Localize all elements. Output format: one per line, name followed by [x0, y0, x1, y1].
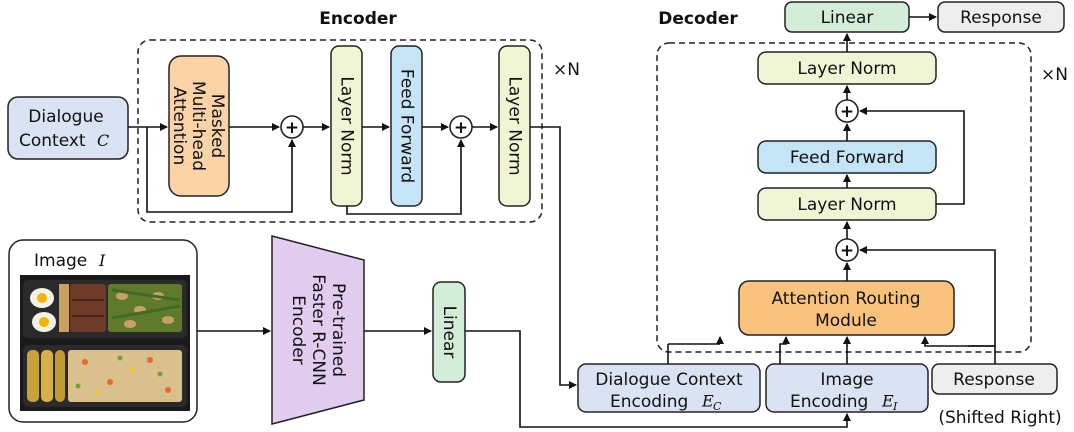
image-linear-box: Linear	[432, 281, 466, 383]
image-encoding-line2: Encoding	[790, 392, 868, 412]
dialogue-context-box: Dialogue Context C	[7, 96, 129, 160]
faster-rcnn-line2: Faster R-CNN	[308, 274, 328, 386]
image-linear-label: Linear	[439, 306, 459, 359]
decoder-add-circle-bottom: +	[835, 238, 859, 262]
food-photo	[20, 275, 190, 411]
svg-text:+: +	[454, 118, 468, 138]
encoder-residual-1	[146, 127, 296, 213]
arrow-linear-to-image-encoding	[465, 330, 851, 428]
faster-rcnn-encoder: Pre-trained Faster R-CNN Encoder	[271, 235, 365, 425]
image-panel: Image I	[8, 239, 198, 423]
encoder-title: Encoder	[319, 9, 397, 29]
arrow-image-enc-to-routing-2	[779, 336, 790, 364]
decoder-layer-norm-mid-label: Layer Norm	[797, 195, 896, 215]
encoder-add-circle-1: +	[280, 115, 304, 139]
decoder-linear-label: Linear	[821, 8, 874, 28]
decoder-feed-forward-label: Feed Forward	[790, 148, 904, 168]
faster-rcnn-line3: Encoder	[288, 295, 308, 365]
decoder-layer-norm-mid: Layer Norm	[757, 187, 937, 221]
encoder-feed-forward-label: Feed Forward	[397, 69, 417, 183]
encoder-layer-norm-1: Layer Norm	[330, 45, 363, 207]
decoder-add-circle-top: +	[835, 99, 859, 123]
shifted-right-label: (Shifted Right)	[938, 408, 1061, 428]
encoder-block-border	[137, 39, 543, 223]
svg-text:+: +	[840, 241, 854, 261]
encoder-residual-2	[346, 139, 465, 215]
decoder-layer-norm-top-label: Layer Norm	[797, 59, 896, 79]
encoder-layer-norm-2-label: Layer Norm	[505, 76, 525, 175]
masked-attention-line3: Attention	[169, 87, 189, 165]
decoder-layer-norm-top: Layer Norm	[757, 51, 937, 85]
image-label: Image	[34, 251, 87, 271]
output-response-label: Response	[960, 8, 1042, 28]
encoder-layer-norm-1-label: Layer Norm	[337, 76, 357, 175]
decoder-block-border	[656, 42, 1032, 353]
arrow-response-to-routing	[921, 336, 995, 347]
image-encoding: Image Encoding E I	[765, 363, 929, 413]
decoder-residual-bottom	[859, 246, 996, 364]
decoder-feed-forward: Feed Forward	[757, 140, 937, 174]
dialogue-encoding-line1: Dialogue Context	[595, 370, 743, 390]
dialogue-context-symbol: C	[97, 131, 109, 150]
masked-attention-line2: Multi-head	[188, 81, 208, 171]
encoder-layer-norm-2: Layer Norm	[498, 45, 531, 207]
dialogue-encoding-symbol: E	[701, 392, 714, 411]
masked-attention-box: Masked Multi-head Attention	[168, 55, 230, 197]
arrow-encoder-to-dialogue-encoding	[530, 126, 577, 389]
input-response-label: Response	[953, 370, 1035, 390]
image-encoding-subscript: I	[892, 400, 898, 413]
decoder-repeat-label: ×N	[1041, 65, 1068, 85]
faster-rcnn-line1: Pre-trained	[328, 283, 348, 377]
dialogue-encoding-subscript: C	[713, 400, 722, 413]
encoder-feed-forward: Feed Forward	[390, 45, 423, 207]
encoder-repeat-label: ×N	[553, 60, 580, 80]
output-response-box: Response	[937, 1, 1065, 33]
input-response-box: Response	[931, 363, 1058, 395]
image-encoding-line1: Image	[820, 370, 873, 390]
masked-attention-line1: Masked	[207, 94, 227, 158]
dialogue-context-line2: Context	[19, 131, 86, 151]
image-symbol: I	[98, 251, 106, 270]
dialogue-context-encoding: Dialogue Context Encoding E C	[577, 363, 761, 413]
routing-line2: Module	[815, 311, 877, 331]
dialogue-encoding-line2: Encoding	[610, 392, 688, 412]
decoder-residual-top	[859, 107, 965, 205]
dialogue-context-line1: Dialogue	[28, 107, 103, 127]
svg-text:+: +	[840, 102, 854, 122]
encoder-add-circle-2: +	[449, 115, 473, 139]
decoder-title: Decoder	[658, 9, 738, 29]
image-encoding-symbol: E	[881, 392, 894, 411]
svg-text:+: +	[285, 118, 299, 138]
attention-routing-module: Attention Routing Module	[738, 280, 955, 336]
decoder-linear-box: Linear	[784, 1, 910, 33]
routing-line1: Attention Routing	[771, 289, 920, 309]
